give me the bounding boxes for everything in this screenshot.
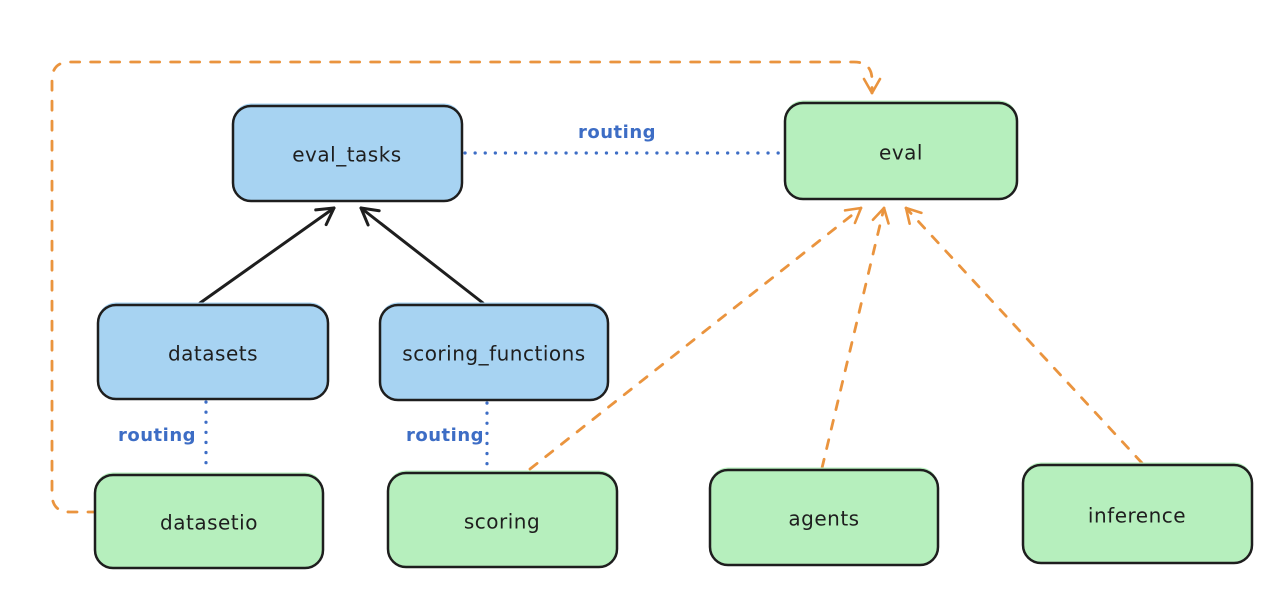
- node-datasetio: datasetio: [93, 472, 325, 570]
- routing-label-top: routing: [578, 122, 656, 143]
- edge-inference-to-eval: [904, 206, 1144, 465]
- node-scoring-border: [386, 471, 619, 569]
- node-inference-label: inference: [1088, 504, 1186, 528]
- node-agents-fill: [710, 467, 938, 565]
- node-scoring-functions-label: scoring_functions: [402, 342, 585, 366]
- node-datasets: datasets: [96, 302, 330, 401]
- node-inference-fill: [1023, 462, 1252, 563]
- edge-agents-to-eval: [820, 206, 890, 470]
- node-eval-tasks-border: [231, 104, 464, 203]
- node-eval: eval: [783, 100, 1019, 201]
- node-datasetio-label: datasetio: [160, 511, 258, 535]
- edge-datasets-to-eval-tasks: [198, 206, 336, 305]
- node-inference-border: [1021, 463, 1254, 565]
- node-eval-tasks: eval_tasks: [231, 103, 464, 203]
- edge-scoring-functions-to-eval-tasks: [359, 206, 485, 305]
- node-eval-tasks-label: eval_tasks: [292, 143, 401, 167]
- node-eval-tasks-fill: [233, 103, 462, 201]
- routing-label-datasets: routing: [118, 425, 196, 446]
- edge-scoring-to-eval: [528, 206, 863, 471]
- node-scoring-functions: scoring_functions: [378, 302, 610, 402]
- node-scoring-functions-fill: [380, 302, 608, 400]
- node-inference: inference: [1021, 462, 1254, 565]
- node-datasetio-fill: [95, 472, 323, 568]
- node-scoring-functions-border: [378, 303, 610, 402]
- node-datasets-border: [96, 303, 330, 401]
- node-eval-fill: [785, 100, 1017, 199]
- node-datasets-fill: [98, 302, 328, 399]
- node-datasetio-border: [93, 473, 325, 570]
- edge-datasetio-to-eval: [50, 60, 882, 514]
- node-agents-border: [708, 468, 940, 567]
- node-datasets-label: datasets: [168, 342, 258, 366]
- node-agents-label: agents: [788, 507, 859, 531]
- node-scoring-label: scoring: [464, 510, 540, 534]
- node-agents: agents: [708, 467, 940, 567]
- node-eval-label: eval: [879, 141, 923, 165]
- routing-label-scoring: routing: [406, 425, 484, 446]
- node-eval-border: [783, 101, 1019, 201]
- node-scoring: scoring: [386, 470, 619, 569]
- node-scoring-fill: [388, 470, 617, 567]
